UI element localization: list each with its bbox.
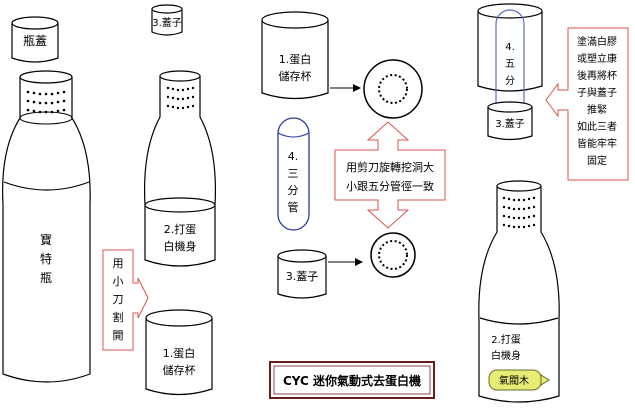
cap-right-label: 3.蓋子 xyxy=(495,118,525,130)
glue-note-3: 後再將杯 xyxy=(577,69,617,82)
storage-cup-bottom-label-2: 儲存杯 xyxy=(163,363,196,377)
storage-cup-bottom: 1.蛋白 儲存杯 xyxy=(145,309,213,396)
tube-right-label-1: 4. xyxy=(505,42,515,53)
cut-note-2: 小 xyxy=(113,275,124,288)
valve-label: 氣閥木 xyxy=(499,374,529,387)
cap-mid-label: 3.蓋子 xyxy=(152,17,182,29)
storage-cup-top-label-2: 儲存杯 xyxy=(279,69,312,83)
cut-note-3: 刀 xyxy=(113,293,124,306)
glue-note-2: 或塑立康 xyxy=(577,52,617,65)
bottle-label-2: 特 xyxy=(40,251,52,266)
title-box: CYC 迷你氣動式去蛋白機 xyxy=(269,361,435,399)
three-quarter-tube: 4. 三 分 管 xyxy=(277,117,310,231)
glue-note-callout: 塗滿白膠 或塑立康 後再將杯 子與蓋子 推緊 如此三者 皆能牢牢 固定 xyxy=(545,27,629,181)
bottle-cap-left: 瓶蓋 xyxy=(11,16,59,63)
storage-cup-top-label-1: 1.蛋白 xyxy=(279,52,312,66)
cap-right: 3.蓋子 xyxy=(487,101,533,141)
drill-note-1: 用剪刀旋轉挖洞大 xyxy=(346,160,434,174)
cap-mid: 3.蓋子 xyxy=(151,4,183,36)
beater-right-label-1: 2.打蛋 xyxy=(491,333,521,346)
beater-mid-label-2: 白機身 xyxy=(164,239,197,253)
storage-cup-bottom-label-1: 1.蛋白 xyxy=(163,346,196,360)
bottle-label-3: 瓶 xyxy=(40,271,52,285)
cup-bottom-view-circle xyxy=(363,59,423,119)
cap-center: 3.蓋子 xyxy=(277,249,327,299)
cut-note-callout: 用 小 刀 割 開 xyxy=(102,249,149,351)
assembled-cup-right: 4. 五 分 xyxy=(477,3,543,123)
tube-right-label-2: 五 xyxy=(505,59,515,70)
beater-body-right: 2.打蛋 白機身 xyxy=(478,180,560,403)
cut-note-1: 用 xyxy=(113,257,124,270)
cap-center-label: 3.蓋子 xyxy=(286,270,319,283)
diagram-title: CYC 迷你氣動式去蛋白機 xyxy=(283,373,421,388)
beater-mid-label-1: 2.打蛋 xyxy=(164,222,197,236)
tube-mid-label-2: 三 xyxy=(288,167,299,180)
cap-top-view-circle xyxy=(370,232,416,278)
glue-note-7: 皆能牢牢 xyxy=(577,137,617,150)
tube-mid-label-1: 4. xyxy=(288,150,299,163)
drill-note-2: 小跟五分管徑一致 xyxy=(346,179,434,193)
bottle-cap-label: 瓶蓋 xyxy=(23,34,47,48)
storage-cup-top: 1.蛋白 儲存杯 xyxy=(261,11,329,100)
tube-mid-label-4: 管 xyxy=(288,200,299,214)
beater-right-label-2: 白機身 xyxy=(491,349,521,362)
beater-thread-dots-right xyxy=(502,196,536,229)
beater-thread-dots-mid xyxy=(166,86,195,110)
glue-note-5: 推緊 xyxy=(587,103,607,116)
bottle-thread-dots xyxy=(26,90,66,114)
glue-note-6: 如此三者 xyxy=(577,120,617,133)
drill-note-callout: 用剪刀旋轉挖洞大 小跟五分管徑一致 xyxy=(334,121,446,229)
glue-note-8: 固定 xyxy=(587,154,607,167)
cut-note-4: 割 xyxy=(113,310,124,324)
pet-bottle-left: 寶 特 瓶 xyxy=(2,70,91,383)
air-valve-plug: 氣閥木 xyxy=(488,369,550,391)
glue-note-4: 子與蓋子 xyxy=(577,86,617,99)
bottle-label-1: 寶 xyxy=(40,232,52,247)
tube-right-label-3: 分 xyxy=(505,75,515,87)
cut-note-5: 開 xyxy=(113,329,124,342)
glue-note-1: 塗滿白膠 xyxy=(577,35,617,48)
tube-mid-label-3: 分 xyxy=(288,184,299,197)
beater-body-mid: 2.打蛋 白機身 xyxy=(144,70,216,267)
